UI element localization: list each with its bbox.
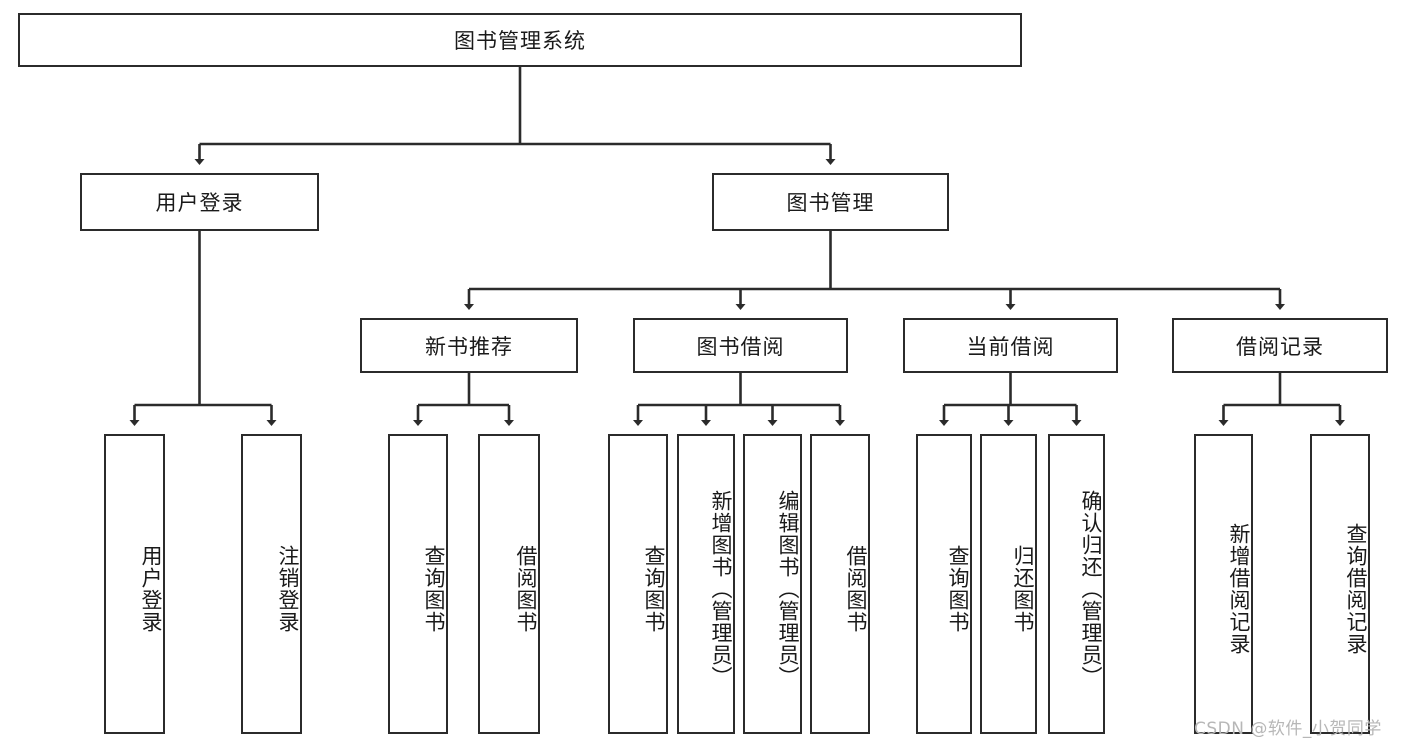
- node-new-book-recommend[interactable]: 新书推荐: [360, 318, 578, 373]
- node-label: 图书管理: [786, 191, 875, 215]
- csdn-watermark: CSDN @软件_小贺同学: [1194, 719, 1382, 739]
- node-leaf-logout[interactable]: 注销登录: [241, 434, 302, 734]
- node-leaf-cur-confirm-return[interactable]: 确认归还（管理员）: [1048, 434, 1105, 734]
- node-label: 借阅图书: [514, 545, 538, 633]
- node-label: 新增图书（管理员）: [709, 490, 733, 688]
- node-leaf-rec-borrow-book[interactable]: 借阅图书: [478, 434, 540, 734]
- node-label: 用户登录: [155, 191, 244, 215]
- node-leaf-borrow-edit-book[interactable]: 编辑图书（管理员）: [743, 434, 802, 734]
- node-borrow-record[interactable]: 借阅记录: [1172, 318, 1388, 373]
- node-label: 当前借阅: [966, 334, 1055, 359]
- node-label: 借阅图书: [844, 545, 868, 633]
- node-leaf-user-login[interactable]: 用户登录: [104, 434, 165, 734]
- node-leaf-rec-add-record[interactable]: 新增借阅记录: [1194, 434, 1253, 734]
- node-label: 图书管理系统: [454, 29, 586, 53]
- node-label: 新书推荐: [425, 334, 513, 359]
- node-label: 查询借阅记录: [1344, 523, 1368, 655]
- node-leaf-cur-query-book[interactable]: 查询图书: [916, 434, 972, 734]
- node-label: 查询图书: [642, 545, 666, 633]
- node-label: 归还图书: [1011, 545, 1035, 633]
- node-label: 查询图书: [946, 545, 970, 633]
- node-leaf-rec-query-book[interactable]: 查询图书: [388, 434, 448, 734]
- node-leaf-cur-return-book[interactable]: 归还图书: [980, 434, 1037, 734]
- node-root[interactable]: 图书管理系统: [18, 13, 1022, 67]
- node-user-login[interactable]: 用户登录: [80, 173, 319, 231]
- node-leaf-borrow-add-book[interactable]: 新增图书（管理员）: [677, 434, 735, 734]
- node-book-borrow[interactable]: 图书借阅: [633, 318, 848, 373]
- node-leaf-borrow-query-book[interactable]: 查询图书: [608, 434, 668, 734]
- node-current-borrow[interactable]: 当前借阅: [903, 318, 1118, 373]
- node-label: 注销登录: [276, 545, 300, 633]
- node-label: 编辑图书（管理员）: [776, 490, 800, 688]
- node-label: 借阅记录: [1236, 334, 1324, 359]
- node-label: 确认归还（管理员）: [1079, 490, 1103, 688]
- node-leaf-borrow-lend-book[interactable]: 借阅图书: [810, 434, 870, 734]
- node-book-manage[interactable]: 图书管理: [712, 173, 949, 231]
- node-label: 用户登录: [139, 545, 163, 633]
- node-label: 查询图书: [422, 545, 446, 633]
- node-label: 新增借阅记录: [1227, 523, 1251, 655]
- node-label: 图书借阅: [696, 334, 785, 359]
- node-leaf-rec-query-record[interactable]: 查询借阅记录: [1310, 434, 1370, 734]
